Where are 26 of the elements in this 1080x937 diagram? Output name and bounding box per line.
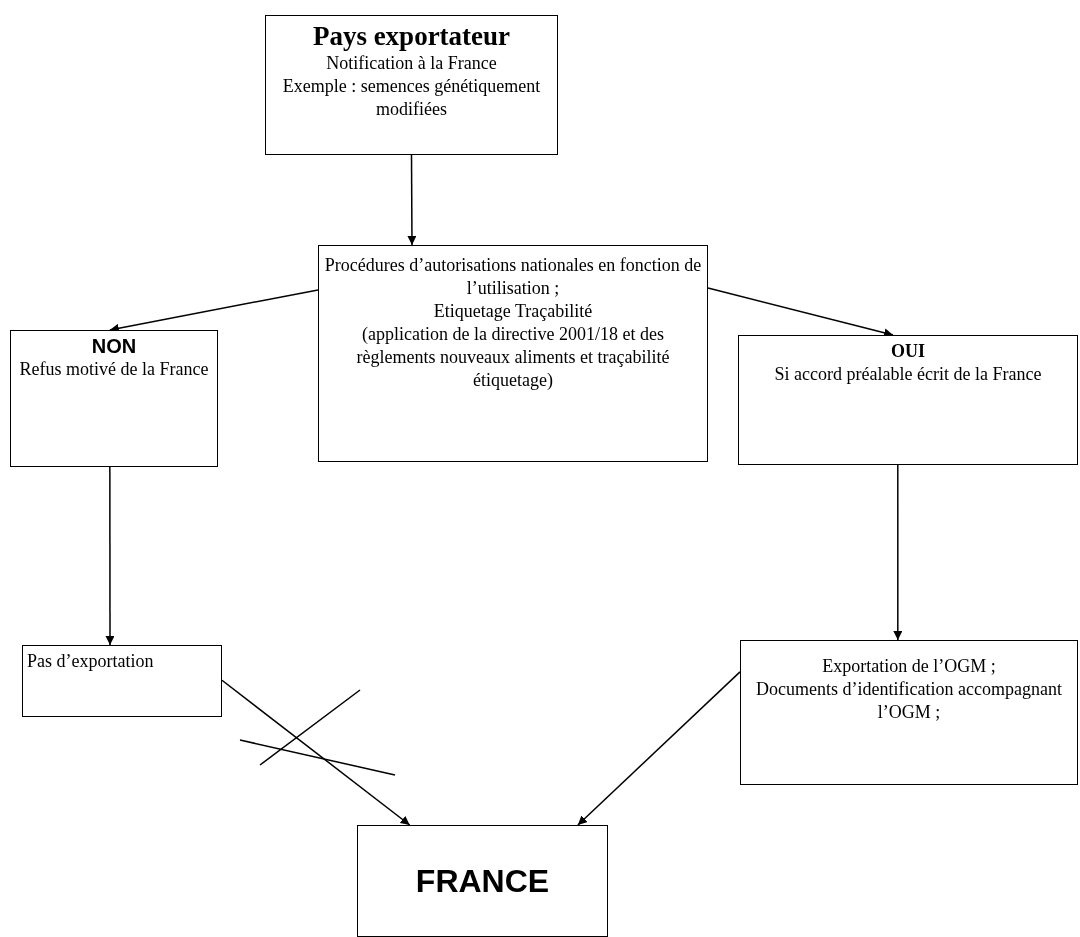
heading: FRANCE	[415, 862, 550, 900]
note-text: Exemple : semences génétiquement modifiées	[281, 75, 542, 121]
note-text: Si accord préalable écrit de la France	[773, 363, 1043, 386]
note-text: Documents d’identification accompagnant l’OGM ;	[755, 678, 1063, 724]
note-text: Procédures d’autorisations nationales en fonction de l’utilisation ;	[323, 254, 703, 300]
note-text: Exportation de l’OGM ;	[821, 655, 997, 678]
note-text: Refus motivé de la France	[18, 358, 210, 381]
heading: OUI	[890, 340, 926, 363]
arrow	[221, 679, 411, 826]
heading: Pays exportateur	[311, 20, 512, 52]
process-box	[318, 245, 708, 462]
arrow	[407, 154, 417, 246]
process-box	[740, 640, 1078, 785]
note-text: Notification à la France	[325, 52, 498, 75]
process-box	[10, 330, 218, 467]
arrow	[105, 466, 115, 646]
arrow	[577, 671, 741, 826]
process-box	[265, 15, 558, 155]
heading: NON	[90, 335, 138, 358]
note-text: (application de la directive 2001/18 et des règlements nouveaux aliments et traçabilité étiquetage)	[355, 323, 671, 392]
note-text: Pas d’exportation	[27, 650, 155, 673]
note-text: Etiquetage Traçabilité	[432, 300, 594, 323]
process-box	[738, 335, 1078, 465]
process-box	[357, 825, 608, 937]
process-box	[22, 645, 222, 717]
arrow	[893, 464, 903, 641]
